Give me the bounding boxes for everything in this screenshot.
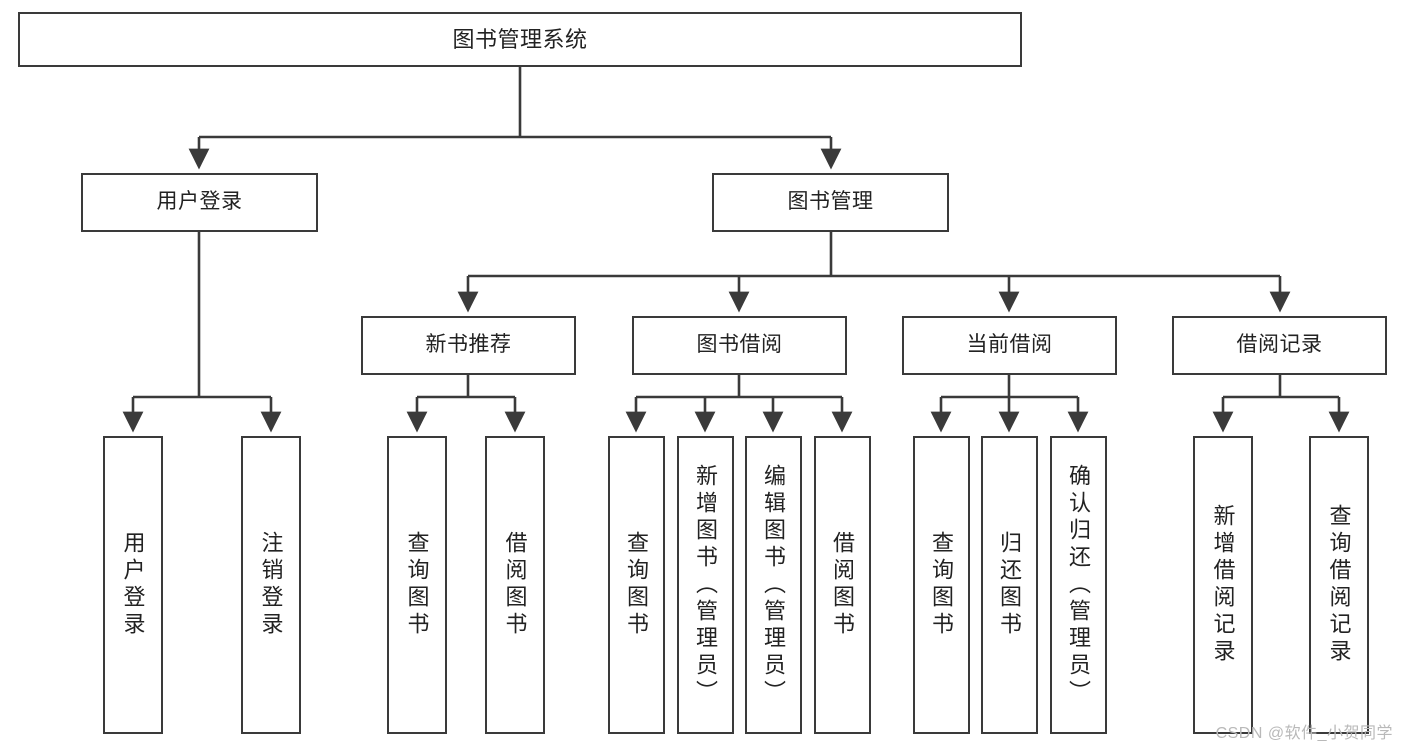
node-label: 借阅图书 (830, 531, 856, 639)
node-label: 查询图书 (929, 531, 955, 639)
leaf-query-book-newbook[interactable]: 查询图书 (387, 436, 447, 734)
node-label: 新增图书（管理员） (693, 463, 719, 707)
leaf-query-book-borrow[interactable]: 查询图书 (608, 436, 665, 734)
leaf-query-borrow-record[interactable]: 查询借阅记录 (1309, 436, 1369, 734)
leaf-edit-book-admin[interactable]: 编辑图书（管理员） (745, 436, 802, 734)
node-label: 归还图书 (997, 531, 1023, 639)
leaf-user-login[interactable]: 用户登录 (103, 436, 163, 734)
node-label: 借阅记录 (1236, 333, 1323, 357)
csdn-watermark: CSDN @软件_小贺同学 (1215, 725, 1393, 742)
leaf-return-book[interactable]: 归还图书 (981, 436, 1038, 734)
node-current-borrow[interactable]: 当前借阅 (902, 316, 1117, 375)
node-user-login[interactable]: 用户登录 (81, 173, 318, 232)
node-book-management[interactable]: 图书管理 (712, 173, 949, 232)
node-label: 当前借阅 (966, 333, 1053, 357)
leaf-borrow-book[interactable]: 借阅图书 (814, 436, 871, 734)
node-label: 借阅图书 (502, 531, 528, 639)
node-book-borrow[interactable]: 图书借阅 (632, 316, 847, 375)
node-label: 图书管理系统 (452, 26, 588, 52)
node-label: 注销登录 (258, 531, 284, 639)
node-label: 查询借阅记录 (1326, 504, 1352, 666)
node-root-book-management-system[interactable]: 图书管理系统 (18, 12, 1022, 67)
leaf-confirm-return-admin[interactable]: 确认归还（管理员） (1050, 436, 1107, 734)
node-label: 编辑图书（管理员） (761, 463, 787, 707)
node-label: 确认归还（管理员） (1066, 463, 1092, 707)
node-label: 用户登录 (120, 531, 146, 639)
node-new-book-recommend[interactable]: 新书推荐 (361, 316, 576, 375)
node-label: 图书管理 (787, 190, 874, 214)
node-label: 查询图书 (404, 531, 430, 639)
node-label: 新增借阅记录 (1210, 504, 1236, 666)
node-label: 查询图书 (624, 531, 650, 639)
leaf-logout[interactable]: 注销登录 (241, 436, 301, 734)
node-label: 图书借阅 (696, 333, 783, 357)
leaf-add-borrow-record[interactable]: 新增借阅记录 (1193, 436, 1253, 734)
leaf-query-book-current[interactable]: 查询图书 (913, 436, 970, 734)
leaf-add-book-admin[interactable]: 新增图书（管理员） (677, 436, 734, 734)
node-borrow-record[interactable]: 借阅记录 (1172, 316, 1387, 375)
node-label: 新书推荐 (425, 333, 512, 357)
node-label: 用户登录 (156, 190, 243, 214)
leaf-borrow-book-newbook[interactable]: 借阅图书 (485, 436, 545, 734)
